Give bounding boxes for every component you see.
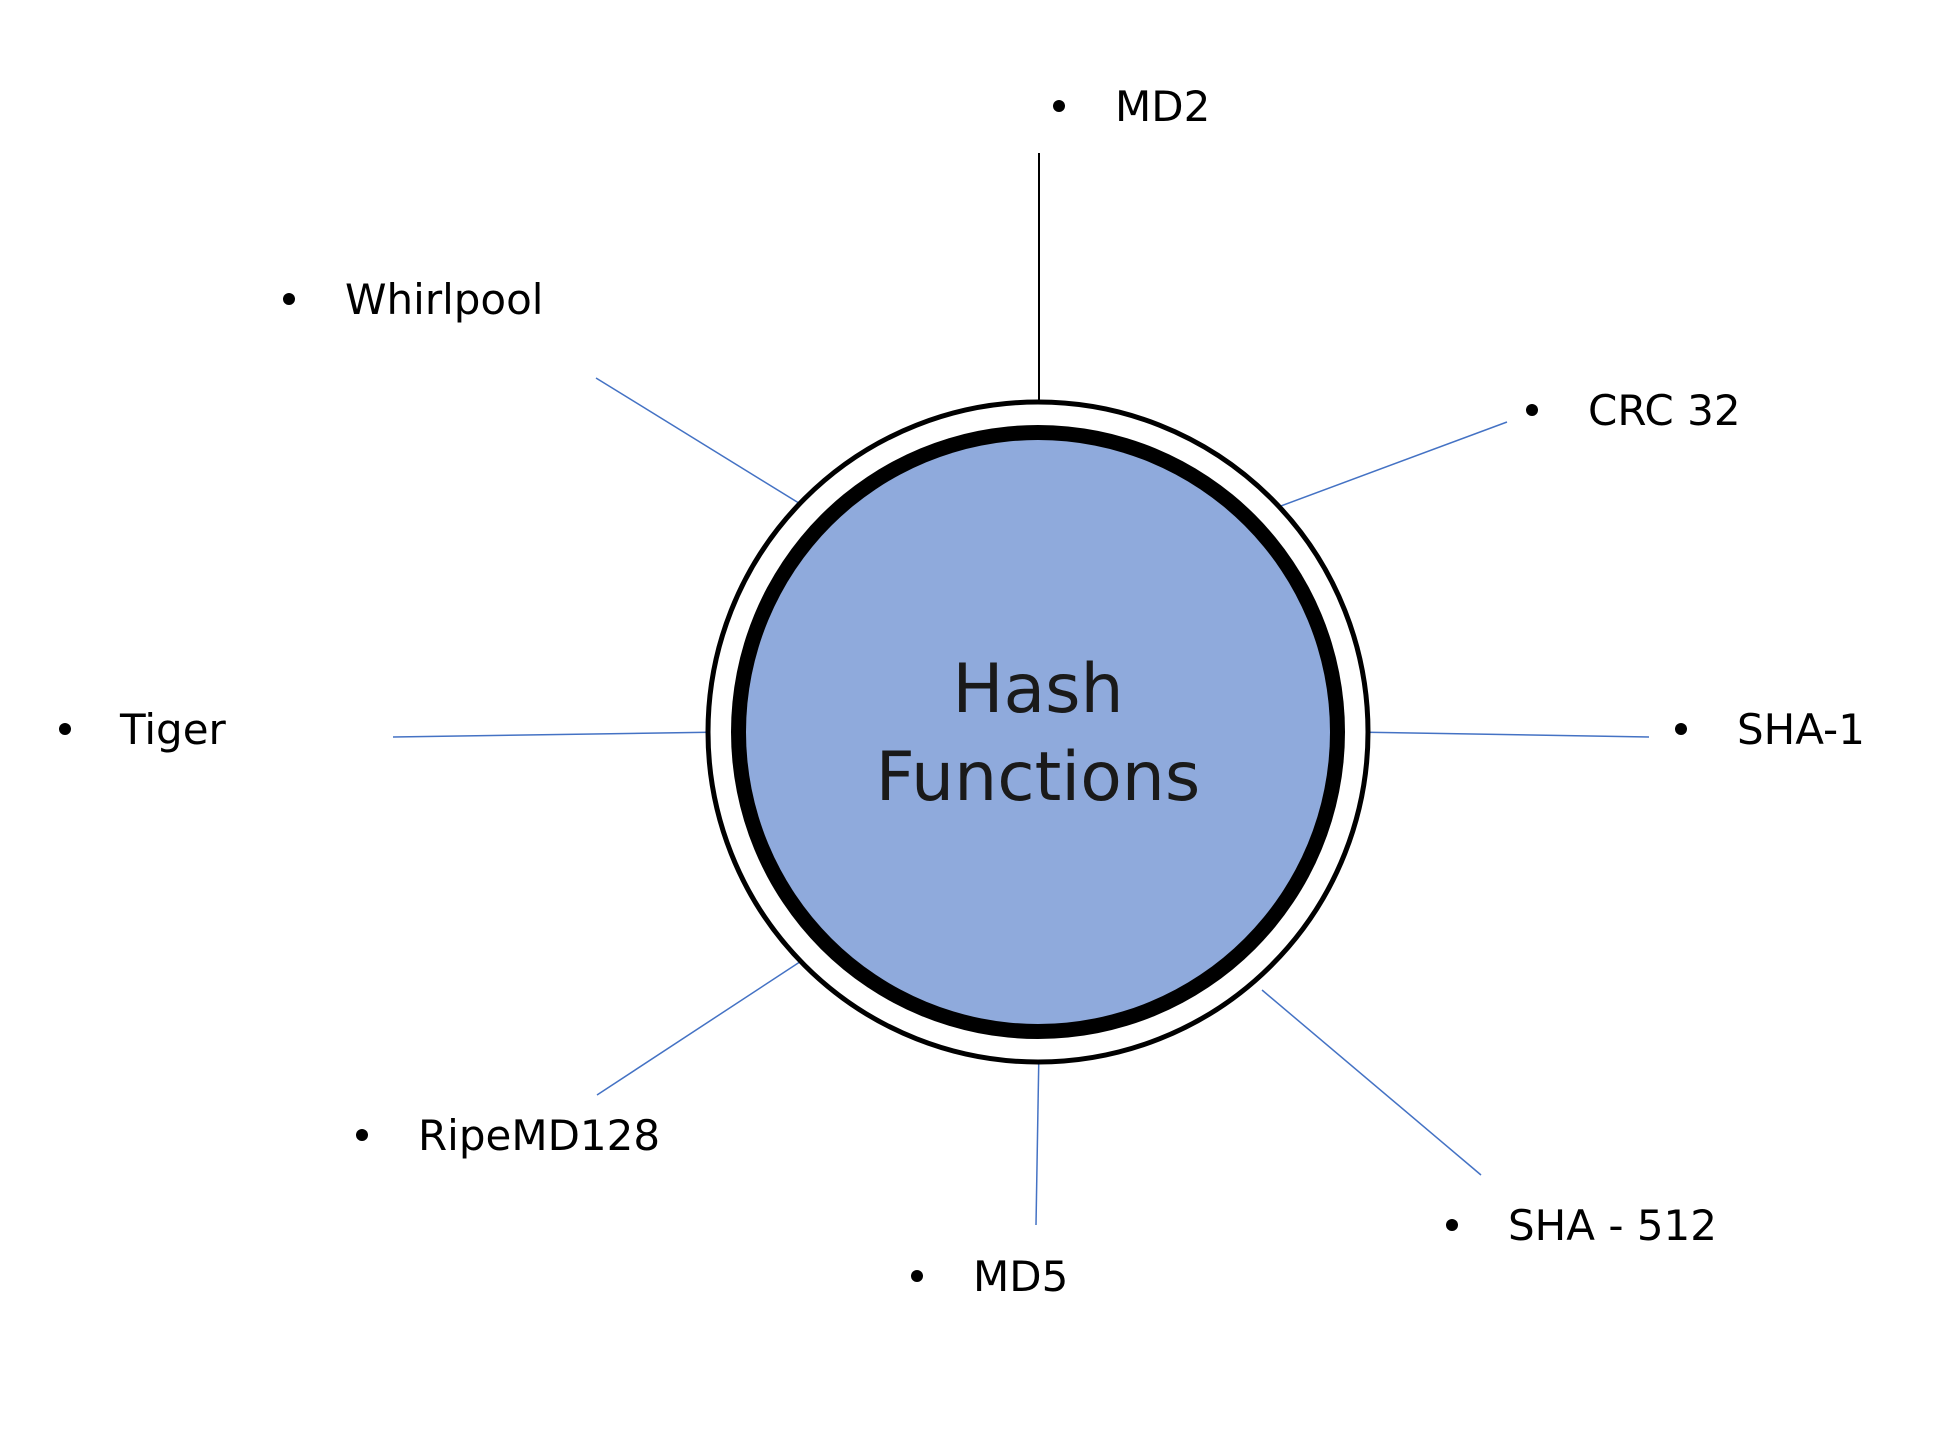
- label-sha1: SHA-1: [1675, 705, 1865, 754]
- label-text-md5: MD5: [973, 1252, 1068, 1301]
- bullet-icon: [59, 723, 71, 735]
- label-text-whirlpool: Whirlpool: [345, 275, 543, 324]
- label-text-md2: MD2: [1115, 82, 1210, 131]
- label-sha512: SHA - 512: [1446, 1201, 1717, 1250]
- connector-lines: [392, 153, 1650, 1226]
- bullet-icon: [1675, 723, 1687, 735]
- connector-sha1: [1349, 731, 1650, 738]
- bullet-icon: [1446, 1219, 1458, 1231]
- bullet-icon: [356, 1129, 368, 1141]
- label-text-ripemd128: RipeMD128: [418, 1111, 660, 1160]
- center-circle: [746, 440, 1330, 1024]
- label-tiger: Tiger: [59, 705, 227, 754]
- label-text-crc32: CRC 32: [1588, 386, 1741, 435]
- label-md5: MD5: [911, 1252, 1068, 1301]
- label-crc32: CRC 32: [1526, 386, 1741, 435]
- label-whirlpool: Whirlpool: [283, 275, 543, 324]
- label-text-tiger: Tiger: [119, 705, 227, 754]
- label-text-sha1: SHA-1: [1737, 705, 1865, 754]
- bullet-icon: [283, 293, 295, 305]
- connector-tiger: [392, 731, 727, 738]
- bullet-icon: [911, 1270, 923, 1282]
- connector-md5: [1035, 1047, 1040, 1226]
- label-md2: MD2: [1053, 82, 1210, 131]
- label-ripemd128: RipeMD128: [356, 1111, 660, 1160]
- connector-sha512: [1261, 989, 1482, 1176]
- connector-ripemd128: [596, 951, 816, 1096]
- bullet-icon: [1053, 100, 1065, 112]
- center-title-line2: Functions: [876, 738, 1201, 817]
- label-text-sha512: SHA - 512: [1508, 1201, 1717, 1250]
- bullet-icon: [1526, 404, 1538, 416]
- connector-whirlpool: [595, 377, 816, 514]
- center-title-line1: Hash: [952, 650, 1123, 729]
- center-node: Hash Functions: [705, 399, 1371, 1065]
- connector-crc32: [1261, 421, 1508, 514]
